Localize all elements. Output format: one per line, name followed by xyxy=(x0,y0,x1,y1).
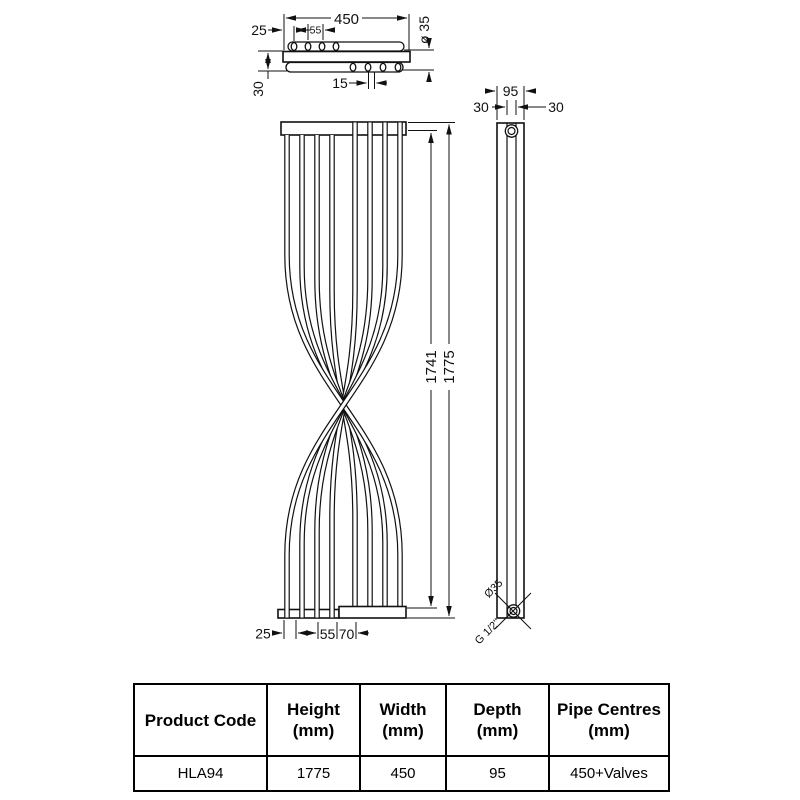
spec-table-header-depth: Depth (mm) xyxy=(445,685,548,757)
header-line1: Width xyxy=(379,700,427,719)
header-line1: Height xyxy=(287,700,340,719)
dim-side-offset-left-label: 30 xyxy=(473,99,489,115)
front-view-tubes xyxy=(284,122,403,618)
dim-top-width-label: 450 xyxy=(334,11,359,28)
dim-top-depth-offset-label: 30 xyxy=(250,81,266,97)
dim-top-pipe-gap-label: 15 xyxy=(332,75,348,91)
dim-front-pipe-height-label: 1741 xyxy=(423,350,440,383)
spec-table-header-width: Width (mm) xyxy=(359,685,445,757)
dim-side-depth-label: 95 xyxy=(503,83,519,99)
header-line2: (mm) xyxy=(292,721,335,740)
dim-front-bottom-spacing-a-label: 55 xyxy=(320,626,336,642)
spec-table-header-product-code: Product Code xyxy=(135,685,266,757)
dim-front-bottom-edge-offset-label: 25 xyxy=(255,626,271,642)
header-line2: (mm) xyxy=(588,721,630,740)
technical-drawing-canvas: 450 25 55 ø 35 30 15 xyxy=(250,11,564,647)
header-line1: Pipe Centres xyxy=(557,700,661,719)
header-line1: Product Code xyxy=(144,710,257,730)
spec-table: Product Code Height (mm) Width (mm) Depth (… xyxy=(133,683,670,792)
radiator-front-view xyxy=(277,121,407,619)
dim-front-overall-height-label: 1775 xyxy=(441,350,458,383)
spec-table-value-width: 450 xyxy=(359,757,445,790)
header-line2: (mm) xyxy=(382,721,424,740)
spec-table-header-height: Height (mm) xyxy=(266,685,359,757)
dim-side-connection-thread-label: G 1/2" xyxy=(473,617,503,647)
spec-table-value-depth: 95 xyxy=(445,757,548,790)
top-view-dimensions: 450 25 55 ø 35 30 15 xyxy=(250,11,434,97)
spec-table-value-product-code: HLA94 xyxy=(177,765,224,782)
spec-table-header-pipe-centres: Pipe Centres (mm) xyxy=(548,685,668,757)
radiator-top-view xyxy=(282,41,411,73)
front-view-dimensions: 1741 1775 25 55 70 xyxy=(255,122,458,642)
dim-top-edge-offset-label: 25 xyxy=(251,22,267,38)
dim-top-pipe-spacing-label: 55 xyxy=(310,25,322,37)
dim-side-offset-right-label: 30 xyxy=(548,99,564,115)
spec-table-value-height: 1775 xyxy=(266,757,359,790)
dim-front-bottom-spacing-b-label: 70 xyxy=(339,626,355,642)
header-line1: Depth xyxy=(473,700,522,719)
dim-top-tube-diameter-label: ø 35 xyxy=(416,16,432,44)
header-line2: (mm) xyxy=(476,721,519,740)
radiator-side-view xyxy=(494,122,532,630)
spec-table-value-pipe-centres: 450+Valves xyxy=(548,757,668,790)
